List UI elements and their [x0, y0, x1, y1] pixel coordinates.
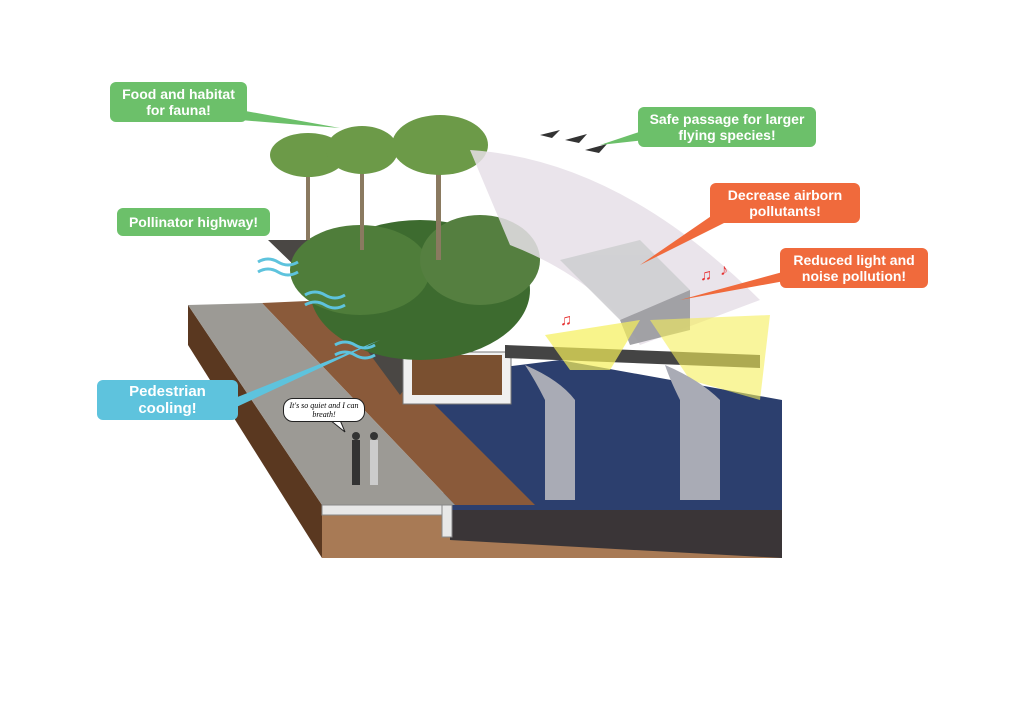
soil-side-face — [188, 305, 322, 558]
birds-icon — [540, 130, 607, 153]
svg-text:♫: ♫ — [700, 267, 712, 284]
svg-text:♫: ♫ — [560, 312, 572, 329]
svg-text:♪: ♪ — [720, 262, 728, 279]
speech-bubble: It's so quiet and I can breath! — [283, 398, 365, 422]
callout-pollinator: Pollinator highway! — [117, 208, 270, 236]
light-beam — [545, 320, 640, 370]
callout-pollutants: Decrease airborn pollutants! — [710, 183, 860, 223]
callout-flying-species: Safe passage for larger flying species! — [638, 107, 816, 147]
music-notes-icon: ♫ ♪ ♫ — [560, 262, 728, 329]
pedestrians — [352, 432, 378, 485]
boardwalk — [262, 300, 535, 505]
riverbed — [450, 510, 782, 558]
callout-cooling: Pedestrian cooling! — [97, 380, 238, 420]
wind-icon — [257, 257, 376, 360]
bridge-pillar — [525, 365, 575, 500]
bridge-pillar — [665, 365, 720, 500]
callout-pointer — [240, 110, 340, 128]
callout-light-noise: Reduced light and noise pollution! — [780, 248, 928, 288]
callout-fauna: Food and habitat for fauna! — [110, 82, 247, 122]
palm-trees — [270, 115, 488, 260]
path-edge — [321, 504, 453, 516]
